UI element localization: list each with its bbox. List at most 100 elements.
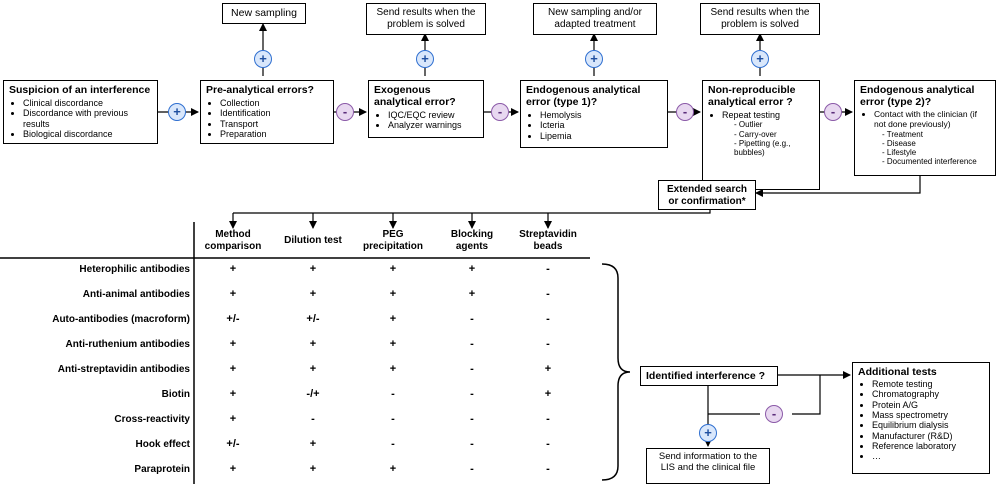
table-cell: + [389,363,397,375]
nonreproducible-sublist: - Outlier - Carry-over - Pipetting (e.g.… [708,120,814,157]
endogenous2-sublist: - Treatment - Disease - Lifestyle - Docu… [860,130,990,167]
plus-circle-4: + [585,50,603,68]
minus-circle-5: - [765,405,783,423]
endogenous1-item: Lipemia [540,131,662,141]
table-cell: - [470,438,474,450]
table-cell: + [389,288,397,300]
table-cell: + [389,313,397,325]
nonreproducible-title: Non-reproducible analytical error ? [708,84,796,109]
table-row-label: Biotin [161,389,190,400]
table-cell: + [229,288,237,300]
table-cell: + [229,463,237,475]
table-cell: + [309,338,317,350]
table-cell: + [309,363,317,375]
table-cell: + [229,413,237,425]
send-results-text-2: Send results when the problem is solved [710,7,810,30]
additional-test-item: Manufacturer (R&D) [872,431,984,441]
table-cell: - [470,363,474,375]
plus-circle-3: + [416,50,434,68]
suspicion-list: Clinical discordance Discordance with pr… [9,98,152,139]
table-cell: + [468,288,476,300]
extended-search-box: Extended search or confirmation* [658,180,756,210]
endogenous1-title: Endogenous analytical error (type 1)? [526,84,641,109]
plus-circle-5: + [751,50,769,68]
minus-circle-2: - [491,103,509,121]
additional-test-item: Equilibrium dialysis [872,420,984,430]
endogenous2-box: Endogenous analytical error (type 2)? Co… [854,80,996,176]
endogenous1-box: Endogenous analytical error (type 1)? He… [520,80,668,148]
table-cell: + [389,338,397,350]
table-row-label: Anti-streptavidin antibodies [57,364,190,375]
table-cell: - [391,388,395,400]
suspicion-title: Suspicion of an interference [9,84,151,96]
plus-circle-6: + [699,424,717,442]
table-cell: - [546,413,550,425]
send-info-text: Send information to the LIS and the clin… [658,451,758,473]
table-cell: - [391,413,395,425]
endogenous1-list: Hemolysis Icteria Lipemia [526,110,662,141]
minus-circle-4: - [824,103,842,121]
col-header-peg: PEG precipitation [362,229,423,252]
table-cell: - [311,413,315,425]
send-info-box: Send information to the LIS and the clin… [646,448,770,484]
table-cell: - [546,438,550,450]
col-header-streptavidin: Streptavidin beads [519,229,577,252]
nonreproducible-list: Repeat testing [708,110,814,120]
extended-search-text: Extended search or confirmation* [666,184,748,207]
endogenous1-item: Hemolysis [540,110,662,120]
nonreproducible-box: Non-reproducible analytical error ? Repe… [702,80,820,190]
table-brace [601,263,631,481]
additional-test-item: … [872,451,984,461]
send-results-box-2: Send results when the problem is solved [700,3,820,35]
suspicion-item: Discordance with previous results [23,108,152,129]
identified-interference-box: Identified interference ? [640,366,778,386]
table-cell: +/- [226,313,240,325]
preanalytical-item: Identification [220,108,328,118]
minus-circle-1: - [336,103,354,121]
endogenous2-subitem: - Lifestyle [882,148,917,158]
table-cell: + [229,263,237,275]
suspicion-box: Suspicion of an interference Clinical di… [3,80,158,144]
preanalytical-item: Preparation [220,129,328,139]
table-cell: - [470,313,474,325]
new-sampling-box: New sampling [222,3,306,24]
table-cell: - [391,438,395,450]
table-cell: + [389,263,397,275]
preanalytical-item: Transport [220,119,328,129]
table-row-label: Anti-ruthenium antibodies [65,339,190,350]
plus-circle-1: + [168,103,186,121]
arrow-endo2-extended [755,176,921,197]
table-cell: - [546,338,550,350]
new-sampling-adapted-box: New sampling and/or adapted treatment [533,3,657,35]
table-cell: + [229,363,237,375]
table-cell: - [470,413,474,425]
table-cell: - [546,463,550,475]
table-cell: - [470,338,474,350]
suspicion-item: Biological discordance [23,129,152,139]
exogenous-item: IQC/EQC review [388,110,478,120]
col-header-dilution: Dilution test [284,235,342,246]
exogenous-box: Exogenous analytical error? IQC/EQC revi… [368,80,484,138]
table-cell: - [546,288,550,300]
send-results-box-1: Send results when the problem is solved [366,3,486,35]
suspicion-item: Clinical discordance [23,98,152,108]
send-results-text-1: Send results when the problem is solved [376,7,476,30]
preanalytical-title: Pre-analytical errors? [206,84,314,96]
table-cell: + [309,438,317,450]
additional-tests-list: Remote testing Chromatography Protein A/… [858,379,984,462]
table-row-label: Heterophilic antibodies [79,264,190,275]
table-cell: + [544,388,552,400]
additional-tests-box: Additional tests Remote testing Chromato… [852,362,990,474]
plus-circle-2: + [254,50,272,68]
table-row-label: Paraprotein [134,464,190,475]
nonreproducible-subitem: - Outlier [734,120,763,130]
endogenous2-item: Contact with the clinician (if not done … [874,109,990,130]
nonreproducible-item: Repeat testing [722,110,814,120]
table-cell: + [309,288,317,300]
line-extended-columns [233,205,711,214]
table-row-label: Cross-reactivity [114,414,190,425]
endogenous2-subitem: - Documented interference [882,157,977,167]
table-row-label: Anti-animal antibodies [82,289,190,300]
table-cell: + [389,463,397,475]
new-sampling-text: New sampling [231,7,297,19]
